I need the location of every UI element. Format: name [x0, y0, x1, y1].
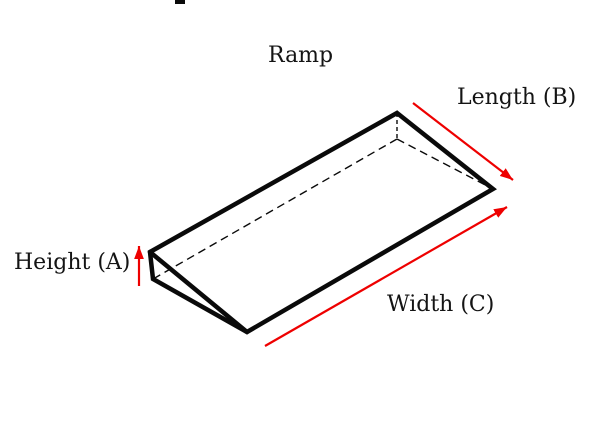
cropped-text-fragment [175, 0, 185, 4]
height-label: Height (A) [14, 250, 131, 275]
length-dimension-arrow [412, 102, 514, 181]
width-dimension-arrow [264, 206, 508, 347]
hidden-bottom-back-edge [152, 138, 398, 280]
length-label: Length (B) [457, 85, 577, 110]
ramp-left-face-hypotenuse [147, 249, 250, 335]
diagram-title: Ramp [268, 43, 334, 68]
hidden-bottom-right-edge [396, 138, 494, 190]
ramp-outline [147, 110, 497, 335]
width-label: Width (C) [387, 292, 495, 317]
